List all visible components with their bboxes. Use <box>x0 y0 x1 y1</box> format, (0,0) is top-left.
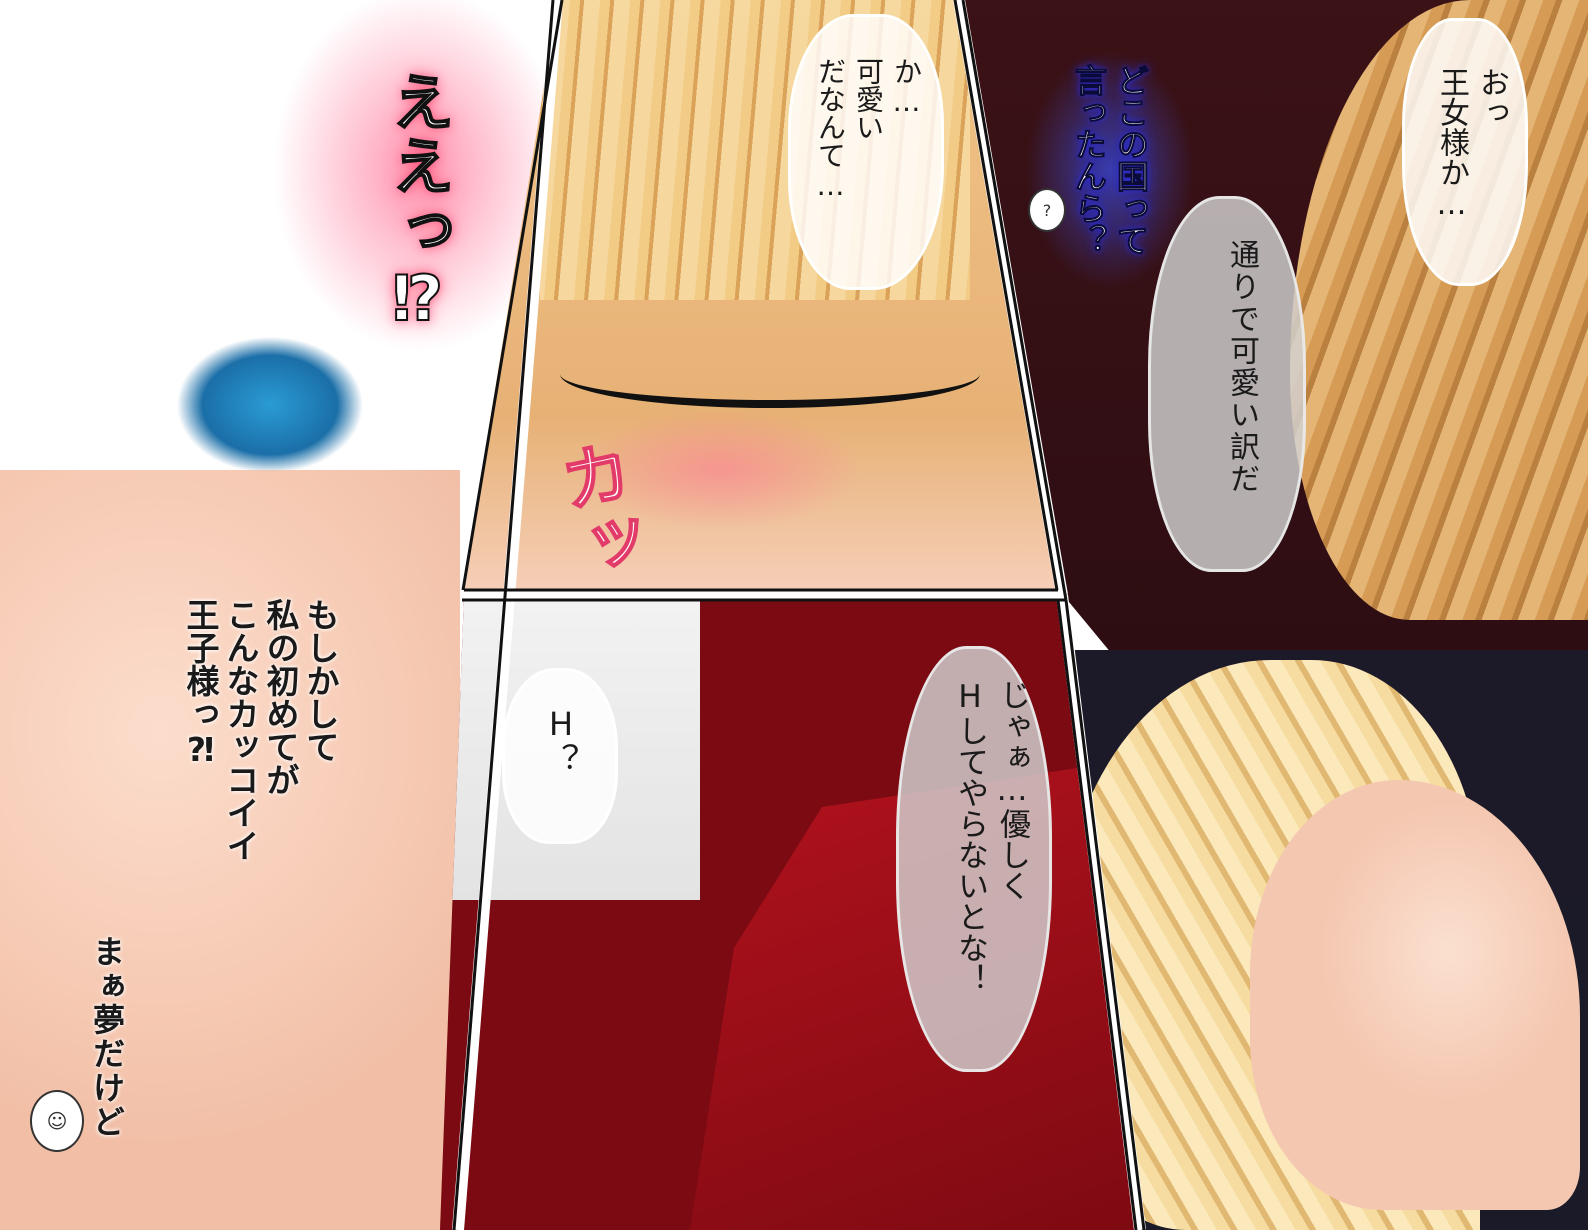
monologue-line-3: こんなカッコイイ <box>221 598 260 862</box>
cute-reason-text: 通りで可愛い訳だ <box>1224 239 1259 495</box>
whisper-block: どこの国って 言ったんら？ <box>1068 64 1152 257</box>
confused-chibi-face-icon: ? <box>1028 188 1066 232</box>
kawaii-line-3: だなんて… <box>814 57 847 202</box>
monologue-line-2: 私の初めてが <box>261 598 300 796</box>
princess-chibi-face-icon: ☺ <box>30 1090 84 1152</box>
speech-bubble-cute-reason: 通りで可愛い訳だ <box>1148 196 1306 572</box>
speech-bubble-princess: おっ 王女様か… <box>1402 18 1528 286</box>
aside-dream: まぁ夢だけど <box>88 935 126 1139</box>
monologue-line-4: 王子様っ⁈ <box>181 598 220 769</box>
speech-bubble-kawaii: か… 可愛い だなんて… <box>788 14 944 290</box>
princess-line-2: 王女様か… <box>1434 67 1469 222</box>
kawaii-line-1: か… <box>890 57 923 118</box>
kawaii-line-2: 可愛い <box>852 57 885 141</box>
monologue-block: もしかして 私の初めてが こんなカッコイイ 王子様っ⁈ <box>180 598 340 898</box>
whisper-line-2: 言ったんら？ <box>1070 64 1109 257</box>
monologue-line-1: もしかして <box>301 598 340 763</box>
speech-bubble-h: H？ <box>502 668 618 844</box>
princess-line-1: おっ <box>1474 67 1509 127</box>
h-line-1: H <box>542 705 580 743</box>
speech-bubble-gentle: じゃぁ…優しく Hしてやらないとな！ <box>896 646 1052 1072</box>
closed-eyelid <box>560 340 980 408</box>
whisper-line-1: どこの国って <box>1112 64 1151 257</box>
gentle-line-1: じゃぁ…優しく <box>994 679 1030 901</box>
exclaim-eetsu: ええっ⁉ <box>380 69 455 338</box>
princess-face <box>1250 780 1580 1210</box>
h-line-2: ？ <box>542 743 580 775</box>
gentle-line-2: Hしてやらないとな！ <box>952 679 988 994</box>
